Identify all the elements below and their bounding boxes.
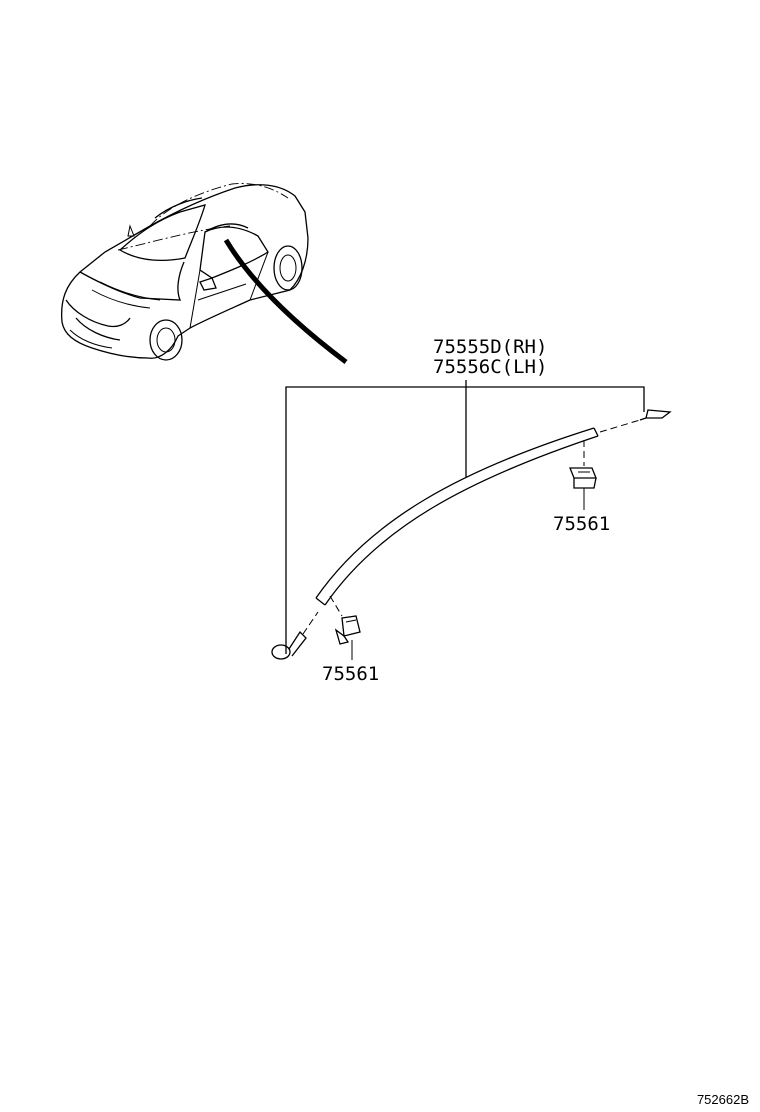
molding-front-fastener (271, 611, 319, 660)
clip-upper (569, 440, 597, 510)
molding-end-cap (599, 409, 672, 433)
label-clip-upper: 75561 (553, 513, 610, 535)
clip-lower (329, 595, 361, 660)
label-molding-rh: 75555D(RH) (433, 336, 547, 358)
roof-molding (315, 427, 599, 606)
label-leader-bracket (285, 380, 645, 654)
label-molding-lh: 75556C(LH) (433, 356, 547, 378)
reference-code: 752662B (697, 1092, 749, 1107)
label-clip-lower: 75561 (322, 663, 379, 685)
vehicle-illustration (60, 183, 348, 364)
